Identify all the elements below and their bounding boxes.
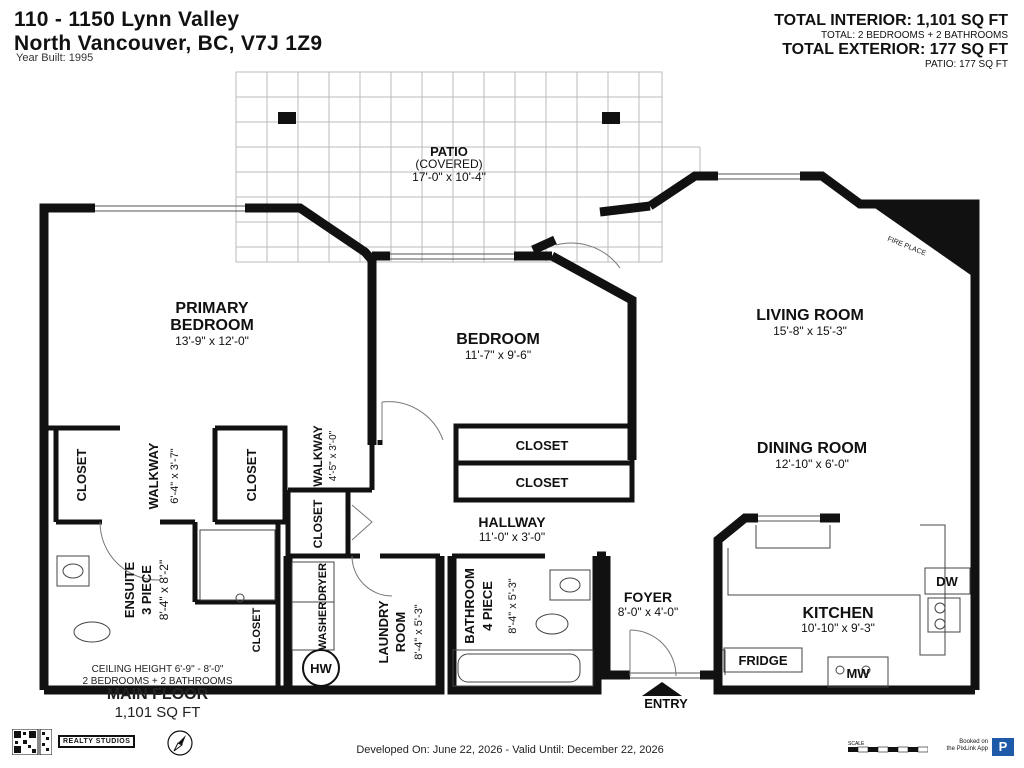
total-exterior: TOTAL EXTERIOR: 177 SQ FT — [782, 41, 1008, 58]
main-floor-sqft: 1,101 SQ FT — [114, 704, 201, 721]
bath-fixtures — [56, 529, 594, 687]
address-line-1: 110 - 1150 Lynn Valley — [14, 8, 240, 31]
qr-code-icon — [12, 729, 52, 755]
hallway-label: HALLWAY — [478, 514, 546, 530]
bathroom-dims: 8'-4" x 5'-3" — [507, 578, 519, 634]
dining-room-dims: 12'-10" x 6'-0" — [775, 457, 849, 471]
ceiling-height: CEILING HEIGHT 6'-9" - 8'-0" 2 BEDROOMS … — [60, 664, 255, 688]
main-floor-label: MAIN FLOOR — [106, 686, 209, 703]
total-beds-baths: TOTAL: 2 BEDROOMS + 2 BATHROOMS — [821, 30, 1008, 41]
walkway-bedroom-dims: 4'-5" x 3'-0" — [328, 430, 339, 481]
entry-arrow — [642, 682, 682, 696]
app-name: the PixLink App — [946, 746, 988, 752]
booked-on-text: Booked on the PixLink App — [930, 739, 988, 753]
patio-post-right — [602, 112, 620, 124]
patio-label: PATIO — [430, 144, 468, 159]
laundry-label-1: LAUNDRY — [376, 600, 391, 663]
windows — [95, 173, 820, 679]
primary-bedroom-label-2: BEDROOM — [170, 317, 254, 334]
realty-studios-logo: REALTY STUDIOS — [58, 735, 136, 748]
compass-icon — [167, 730, 193, 756]
closet-hall-label: CLOSET — [311, 499, 325, 548]
bathroom-note: 4 PIECE — [480, 581, 495, 631]
dw-box — [924, 567, 971, 595]
patio-note: (COVERED) — [415, 157, 482, 171]
fridge-label: FRIDGE — [738, 653, 787, 668]
scale-bar: SCALE — [848, 741, 928, 753]
walkway-primary-group: WALKWAY 6'-4" x 3'-7" — [146, 442, 181, 509]
hw-label: HW — [310, 661, 332, 676]
walkway-bedroom-group: WALKWAY 4'-5" x 3'-0" — [311, 425, 339, 487]
scale-label: SCALE — [848, 741, 865, 747]
walkway-bedroom-label: WALKWAY — [311, 425, 325, 487]
ensuite-label: ENSUITE — [122, 562, 137, 619]
laundry-dims: 8'-4" x 5'-3" — [413, 604, 425, 660]
ensuite-note: 3 PIECE — [139, 565, 154, 615]
booked-on-label: Booked on — [959, 739, 988, 745]
interior-walls — [41, 423, 635, 690]
patio-grid — [235, 71, 701, 263]
dw-label: DW — [936, 574, 958, 589]
closet-left-label: CLOSET — [74, 449, 89, 502]
address-line-2: North Vancouver, BC, V7J 1Z9 — [14, 32, 323, 55]
ceiling-height-text: CEILING HEIGHT 6'-9" - 8'-0" — [91, 664, 224, 675]
dryer-label: DRYER — [317, 563, 329, 601]
ensuite-dims: 8'-4" x 8'-2" — [157, 560, 171, 620]
foyer-label: FOYER — [624, 589, 672, 605]
patio-area: PATIO: 177 SQ FT — [925, 59, 1008, 70]
closet-lower-label: CLOSET — [516, 475, 569, 490]
kitchen-counters — [722, 524, 961, 688]
living-room-label: LIVING ROOM — [756, 307, 864, 324]
bedroom-dims: 11'-7" x 9'-6" — [465, 348, 531, 362]
mw-label: MW — [846, 666, 870, 681]
kitchen-dims: 10'-10" x 9'-3" — [801, 621, 875, 635]
footer-beds-baths: 2 BEDROOMS + 2 BATHROOMS — [82, 676, 233, 687]
washer-label: WASHER — [317, 602, 329, 650]
laundry-group: LAUNDRY ROOM 8'-4" x 5'-3" — [376, 600, 425, 663]
closet-ensuite-label: CLOSET — [251, 607, 263, 652]
ensuite-group: ENSUITE 3 PIECE 8'-4" x 8'-2" — [122, 560, 171, 620]
patio-post-left — [278, 112, 296, 124]
door-swings — [99, 242, 677, 677]
year-built: Year Built: 1995 — [16, 52, 94, 64]
total-interior: TOTAL INTERIOR: 1,101 SQ FT — [774, 12, 1008, 29]
bathroom-label: BATHROOM — [462, 568, 477, 644]
bathroom-group: BATHROOM 4 PIECE 8'-4" x 5'-3" — [462, 568, 519, 644]
fireplace-block — [872, 206, 975, 278]
laundry-label-2: ROOM — [393, 612, 408, 652]
dining-room-label: DINING ROOM — [757, 440, 867, 457]
kitchen-label: KITCHEN — [802, 605, 873, 622]
primary-bedroom-dims: 13'-9" x 12'-0" — [175, 334, 249, 348]
laundry-appliances — [291, 561, 340, 687]
pixlink-badge-icon: P — [992, 738, 1014, 756]
entry-label: ENTRY — [644, 696, 688, 711]
bedroom-label: BEDROOM — [456, 331, 540, 348]
foyer-dims: 8'-0" x 4'-0" — [618, 605, 678, 619]
closet-right-label: CLOSET — [244, 449, 259, 502]
primary-bedroom-label-1: PRIMARY — [175, 300, 249, 317]
closet-upper-label: CLOSET — [516, 438, 569, 453]
patio-dims: 17'-0" x 10'-4" — [412, 170, 486, 184]
walkway-primary-dims: 6'-4" x 3'-7" — [169, 448, 181, 504]
hallway-dims: 11'-0" x 3'-0" — [479, 530, 545, 544]
developed-dates: Developed On: June 22, 2026 - Valid Unti… — [356, 744, 664, 756]
walkway-primary-label: WALKWAY — [146, 442, 161, 509]
living-room-dims: 15'-8" x 15'-3" — [773, 324, 847, 338]
fridge-box — [723, 647, 803, 673]
